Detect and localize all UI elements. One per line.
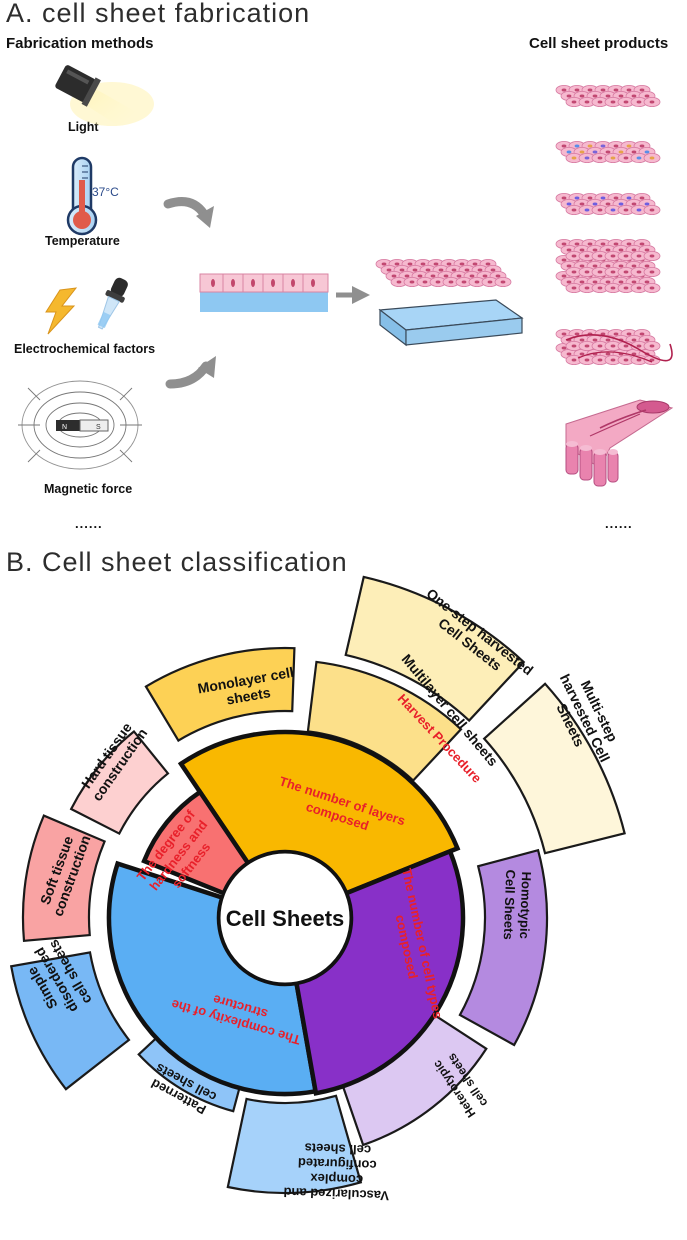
- tissue-construct-icon: [565, 399, 674, 487]
- method-electrochemical-label: Electrochemical factors: [14, 342, 156, 356]
- product-heterotypic: [555, 140, 661, 163]
- product-patterned: [555, 192, 661, 215]
- method-light-label: Light: [68, 120, 99, 134]
- subtype-soft-tissue: [21, 814, 107, 943]
- product-vascularized-bottom: [555, 328, 661, 351]
- subtype-simple: [9, 951, 131, 1091]
- svg-text:Cell Sheets: Cell Sheets: [501, 869, 518, 940]
- light-icon: [55, 65, 154, 140]
- magnet-icon: N S: [56, 419, 109, 432]
- subtype-multi-step: [482, 682, 626, 855]
- method-temperature-label: Temperature: [45, 234, 120, 248]
- methods-header: Fabrication methods: [6, 35, 154, 52]
- subtype-homotypic: [458, 848, 549, 1047]
- subtype-monolayer: [144, 646, 296, 743]
- curved-arrow-upper: [163, 197, 214, 228]
- subtype-one-step: [344, 575, 526, 723]
- dropper-icon: [97, 277, 128, 330]
- classification-wheel: [9, 575, 626, 1195]
- more-methods-ellipsis: ......: [75, 516, 103, 531]
- subtype-vascularized-label: Vascularized andcomplexconfiguratedcell …: [283, 1140, 389, 1204]
- more-products-ellipsis: ......: [605, 516, 633, 531]
- subtype-hard-tissue: [69, 729, 170, 836]
- curved-arrow-lower: [165, 356, 216, 389]
- lightning-icon: [45, 287, 78, 335]
- cell-culture-substrate: [199, 273, 329, 312]
- svg-text:Vascularized and: Vascularized and: [283, 1185, 389, 1204]
- magnet-field-icon: [18, 380, 142, 470]
- products-header: Cell sheet products: [529, 35, 669, 52]
- temperature-reading: 37°C: [92, 185, 119, 199]
- section-a-title: A. cell sheet fabrication: [6, 0, 311, 28]
- vascular-network: [565, 334, 673, 363]
- thermometer-icon: [66, 156, 98, 236]
- product-multilayer-bottom: [555, 238, 661, 261]
- svg-text:sheets: sheets: [225, 684, 272, 707]
- section-b-title: B. Cell sheet classification: [6, 547, 348, 577]
- magnet-south-label: S: [96, 424, 101, 431]
- sheet-detached-cells: [375, 258, 512, 287]
- product-monolayer: [555, 85, 661, 108]
- detached-sheet-and-gel: [378, 299, 524, 347]
- svg-text:cell sheets: cell sheets: [304, 1140, 371, 1157]
- harvest-arrow: [336, 286, 370, 304]
- magnet-north-label: N: [62, 424, 67, 431]
- svg-text:Homotypic: Homotypic: [517, 871, 534, 939]
- center-circle: [217, 850, 353, 986]
- svg-text:configurated: configurated: [298, 1155, 377, 1173]
- method-magnetic-label: Magnetic force: [44, 482, 133, 496]
- subtype-vascularized: [226, 1094, 363, 1195]
- cell-sheet-products: [555, 85, 673, 365]
- center-label: Cell Sheets: [226, 906, 345, 931]
- svg-text:complex: complex: [309, 1171, 363, 1188]
- cell-sheet-detached: [375, 258, 512, 287]
